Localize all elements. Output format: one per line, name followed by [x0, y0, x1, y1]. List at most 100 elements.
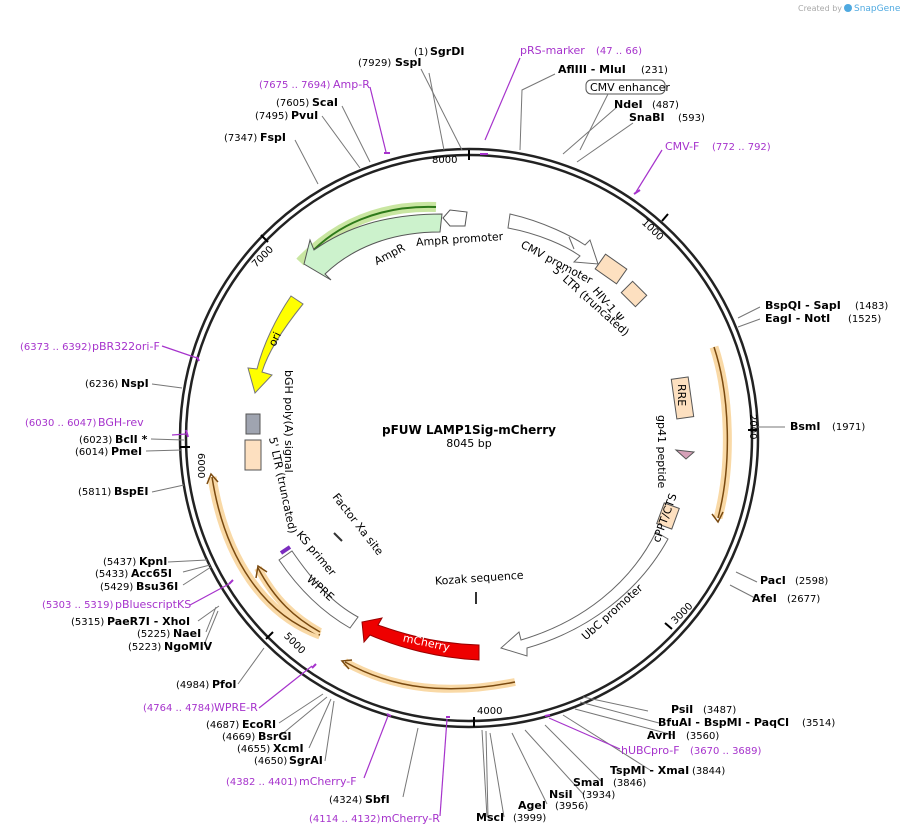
enzyme-name-paci[interactable]: PacI — [760, 574, 786, 587]
ampr-promoter-arrow[interactable] — [442, 209, 468, 227]
enzyme-name-acc65i[interactable]: Acc65I — [131, 567, 172, 580]
enzyme-pos: (4324) — [329, 795, 362, 806]
enzyme-name-smai[interactable]: SmaI — [573, 776, 604, 789]
enzyme-pos: (3514) — [802, 718, 835, 729]
primer-name-mcherry-r[interactable]: mCherry-R — [381, 812, 440, 825]
enzyme-name-ndei[interactable]: NdeI — [614, 98, 643, 111]
primer-range: (47 .. 66) — [596, 46, 642, 57]
enzyme-name-avrii[interactable]: AvrII — [647, 729, 676, 742]
orf-band-left-line — [211, 476, 321, 636]
enzyme-name-ecori[interactable]: EcoRI — [242, 718, 276, 731]
hiv-psi-box[interactable] — [620, 280, 648, 308]
enzyme-name-afliii-mlui[interactable]: AflIII - MluI — [558, 63, 626, 76]
ubc-promoter-arrow[interactable] — [500, 531, 669, 657]
enzyme-pos: (4687) — [206, 720, 239, 731]
enzyme-name-bsrgi[interactable]: BsrGI — [258, 730, 291, 743]
enzyme-name-pfoi[interactable]: PfoI — [212, 678, 237, 691]
kozak-label: Kozak sequence — [435, 569, 525, 588]
factor-xa-mark[interactable] — [333, 532, 343, 542]
tick-7000: 7000 — [250, 244, 276, 270]
tick-6000: 6000 — [195, 453, 206, 478]
enzyme-name-naei[interactable]: NaeI — [173, 627, 201, 640]
primer-name-prs-marker[interactable]: pRS-marker — [520, 44, 585, 57]
enzyme-pos: (5429) — [100, 582, 133, 593]
enzyme-name-bspei[interactable]: BspEI — [114, 485, 148, 498]
bgh-polya-box[interactable] — [245, 413, 261, 435]
enzyme-leader-lines — [145, 68, 785, 818]
ampr-arrow[interactable] — [303, 213, 443, 281]
enzyme-name-nspi[interactable]: NspI — [121, 377, 149, 390]
primer-name-pbluescriptks[interactable]: pBluescriptKS — [115, 598, 191, 611]
tick-marks — [180, 150, 757, 727]
primer-range: (7675 .. 7694) — [259, 80, 331, 91]
mcherry-arrow[interactable] — [361, 617, 480, 661]
ltr-top-box[interactable] — [594, 253, 628, 285]
cmv-promoter-arrow[interactable] — [507, 213, 599, 265]
enzyme-name-bsmi[interactable]: BsmI — [790, 420, 821, 433]
gp41-mark[interactable] — [674, 449, 696, 460]
orf-band-right-line — [713, 346, 729, 519]
ltr-left-box[interactable] — [244, 439, 262, 471]
enzyme-name-eagi-noti[interactable]: EagI - NotI — [765, 312, 830, 325]
enzyme-name-sgrai[interactable]: SgrAI — [289, 754, 323, 767]
enzyme-name-scai[interactable]: ScaI — [312, 96, 338, 109]
enzyme-name-tspmi-xmai[interactable]: TspMI - XmaI — [610, 764, 689, 777]
enzyme-name-xcmi[interactable]: XcmI — [273, 742, 304, 755]
enzyme-name-sgrdi[interactable]: SgrDI — [430, 45, 464, 58]
enzyme-pos: (1525) — [848, 314, 881, 325]
enzyme-pos: (7929) — [358, 58, 391, 69]
primer-range: (4114 .. 4132) — [309, 814, 381, 825]
primer-name-mcherry-f[interactable]: mCherry-F — [299, 775, 357, 788]
orf-band-bottom — [343, 658, 516, 693]
tick-8000: 8000 — [432, 155, 457, 166]
gp41-label: gp41 peptide — [655, 415, 668, 489]
enzyme-name-snabi[interactable]: SnaBI — [629, 111, 665, 124]
cppt-box[interactable] — [656, 502, 680, 530]
plasmid-size: 8045 bp — [446, 437, 491, 450]
enzyme-name-bspqi-sapi[interactable]: BspQI - SapI — [765, 299, 841, 312]
enzyme-name-kpni[interactable]: KpnI — [139, 555, 167, 568]
enzyme-name-pmei[interactable]: PmeI — [111, 445, 142, 458]
backbone-outer — [178, 147, 760, 729]
ks-primer-mark[interactable] — [279, 545, 292, 555]
enzyme-name-bsu36i[interactable]: Bsu36I — [136, 580, 178, 593]
enzyme-name-bcli[interactable]: BclI * — [115, 433, 148, 446]
enzyme-name-bfuai[interactable]: BfuAI - BspMI - PaqCI — [658, 716, 789, 729]
ampr-label: AmpR — [372, 241, 407, 268]
enzyme-name-afei[interactable]: AfeI — [752, 592, 777, 605]
enzyme-name-agei[interactable]: AgeI — [518, 799, 546, 812]
wpre-box[interactable] — [278, 550, 359, 629]
rre-box[interactable] — [670, 376, 695, 420]
enzyme-pos: (5437) — [103, 557, 136, 568]
orf-bottom-arrowhead — [340, 659, 353, 670]
enzyme-name-ngomiv[interactable]: NgoMIV — [164, 640, 213, 653]
cmv-enhancer-leader — [579, 93, 609, 151]
ori-label: ori — [266, 330, 284, 349]
primer-name-cmv-f[interactable]: CMV-F — [665, 140, 699, 153]
enzyme-name-psii[interactable]: PsiI — [671, 703, 693, 716]
enzyme-pos: (5223) — [128, 642, 161, 653]
enzyme-name-fspi[interactable]: FspI — [260, 131, 286, 144]
rre-label: RRE — [675, 384, 688, 406]
enzyme-pos: (3999) — [513, 813, 546, 824]
enzyme-pos: (7495) — [255, 111, 288, 122]
primer-name-wpre-r[interactable]: WPRE-R — [214, 701, 258, 714]
primer-name-pbr322ori-f[interactable]: pBR322ori-F — [92, 340, 160, 353]
enzyme-name-pvui[interactable]: PvuI — [291, 109, 318, 122]
enzyme-name-sbfi[interactable]: SbfI — [365, 793, 390, 806]
bgh-label: bGH poly(A) signal — [282, 370, 295, 473]
enzyme-name-nsii[interactable]: NsiI — [549, 788, 573, 801]
enzyme-name-msci[interactable]: MscI — [476, 811, 504, 824]
cmv-enhancer-pill[interactable] — [585, 79, 666, 95]
snapgene-logo-icon — [844, 4, 852, 12]
enzyme-pos: (5225) — [137, 629, 170, 640]
enzyme-pos: (3846) — [613, 778, 646, 789]
ori-arrow[interactable] — [247, 295, 304, 394]
primer-name-hubcpro-f[interactable]: hUBCpro-F — [621, 744, 680, 757]
enzyme-pos: (3956) — [555, 801, 588, 812]
primer-range: (3670 .. 3689) — [690, 746, 762, 757]
enzyme-name-sspi[interactable]: SspI — [395, 56, 421, 69]
primer-name-bgh-rev[interactable]: BGH-rev — [98, 416, 144, 429]
enzyme-name-paer7i-xhoi[interactable]: PaeR7I - XhoI — [107, 615, 190, 628]
primer-name-amp-r[interactable]: Amp-R — [333, 78, 370, 91]
